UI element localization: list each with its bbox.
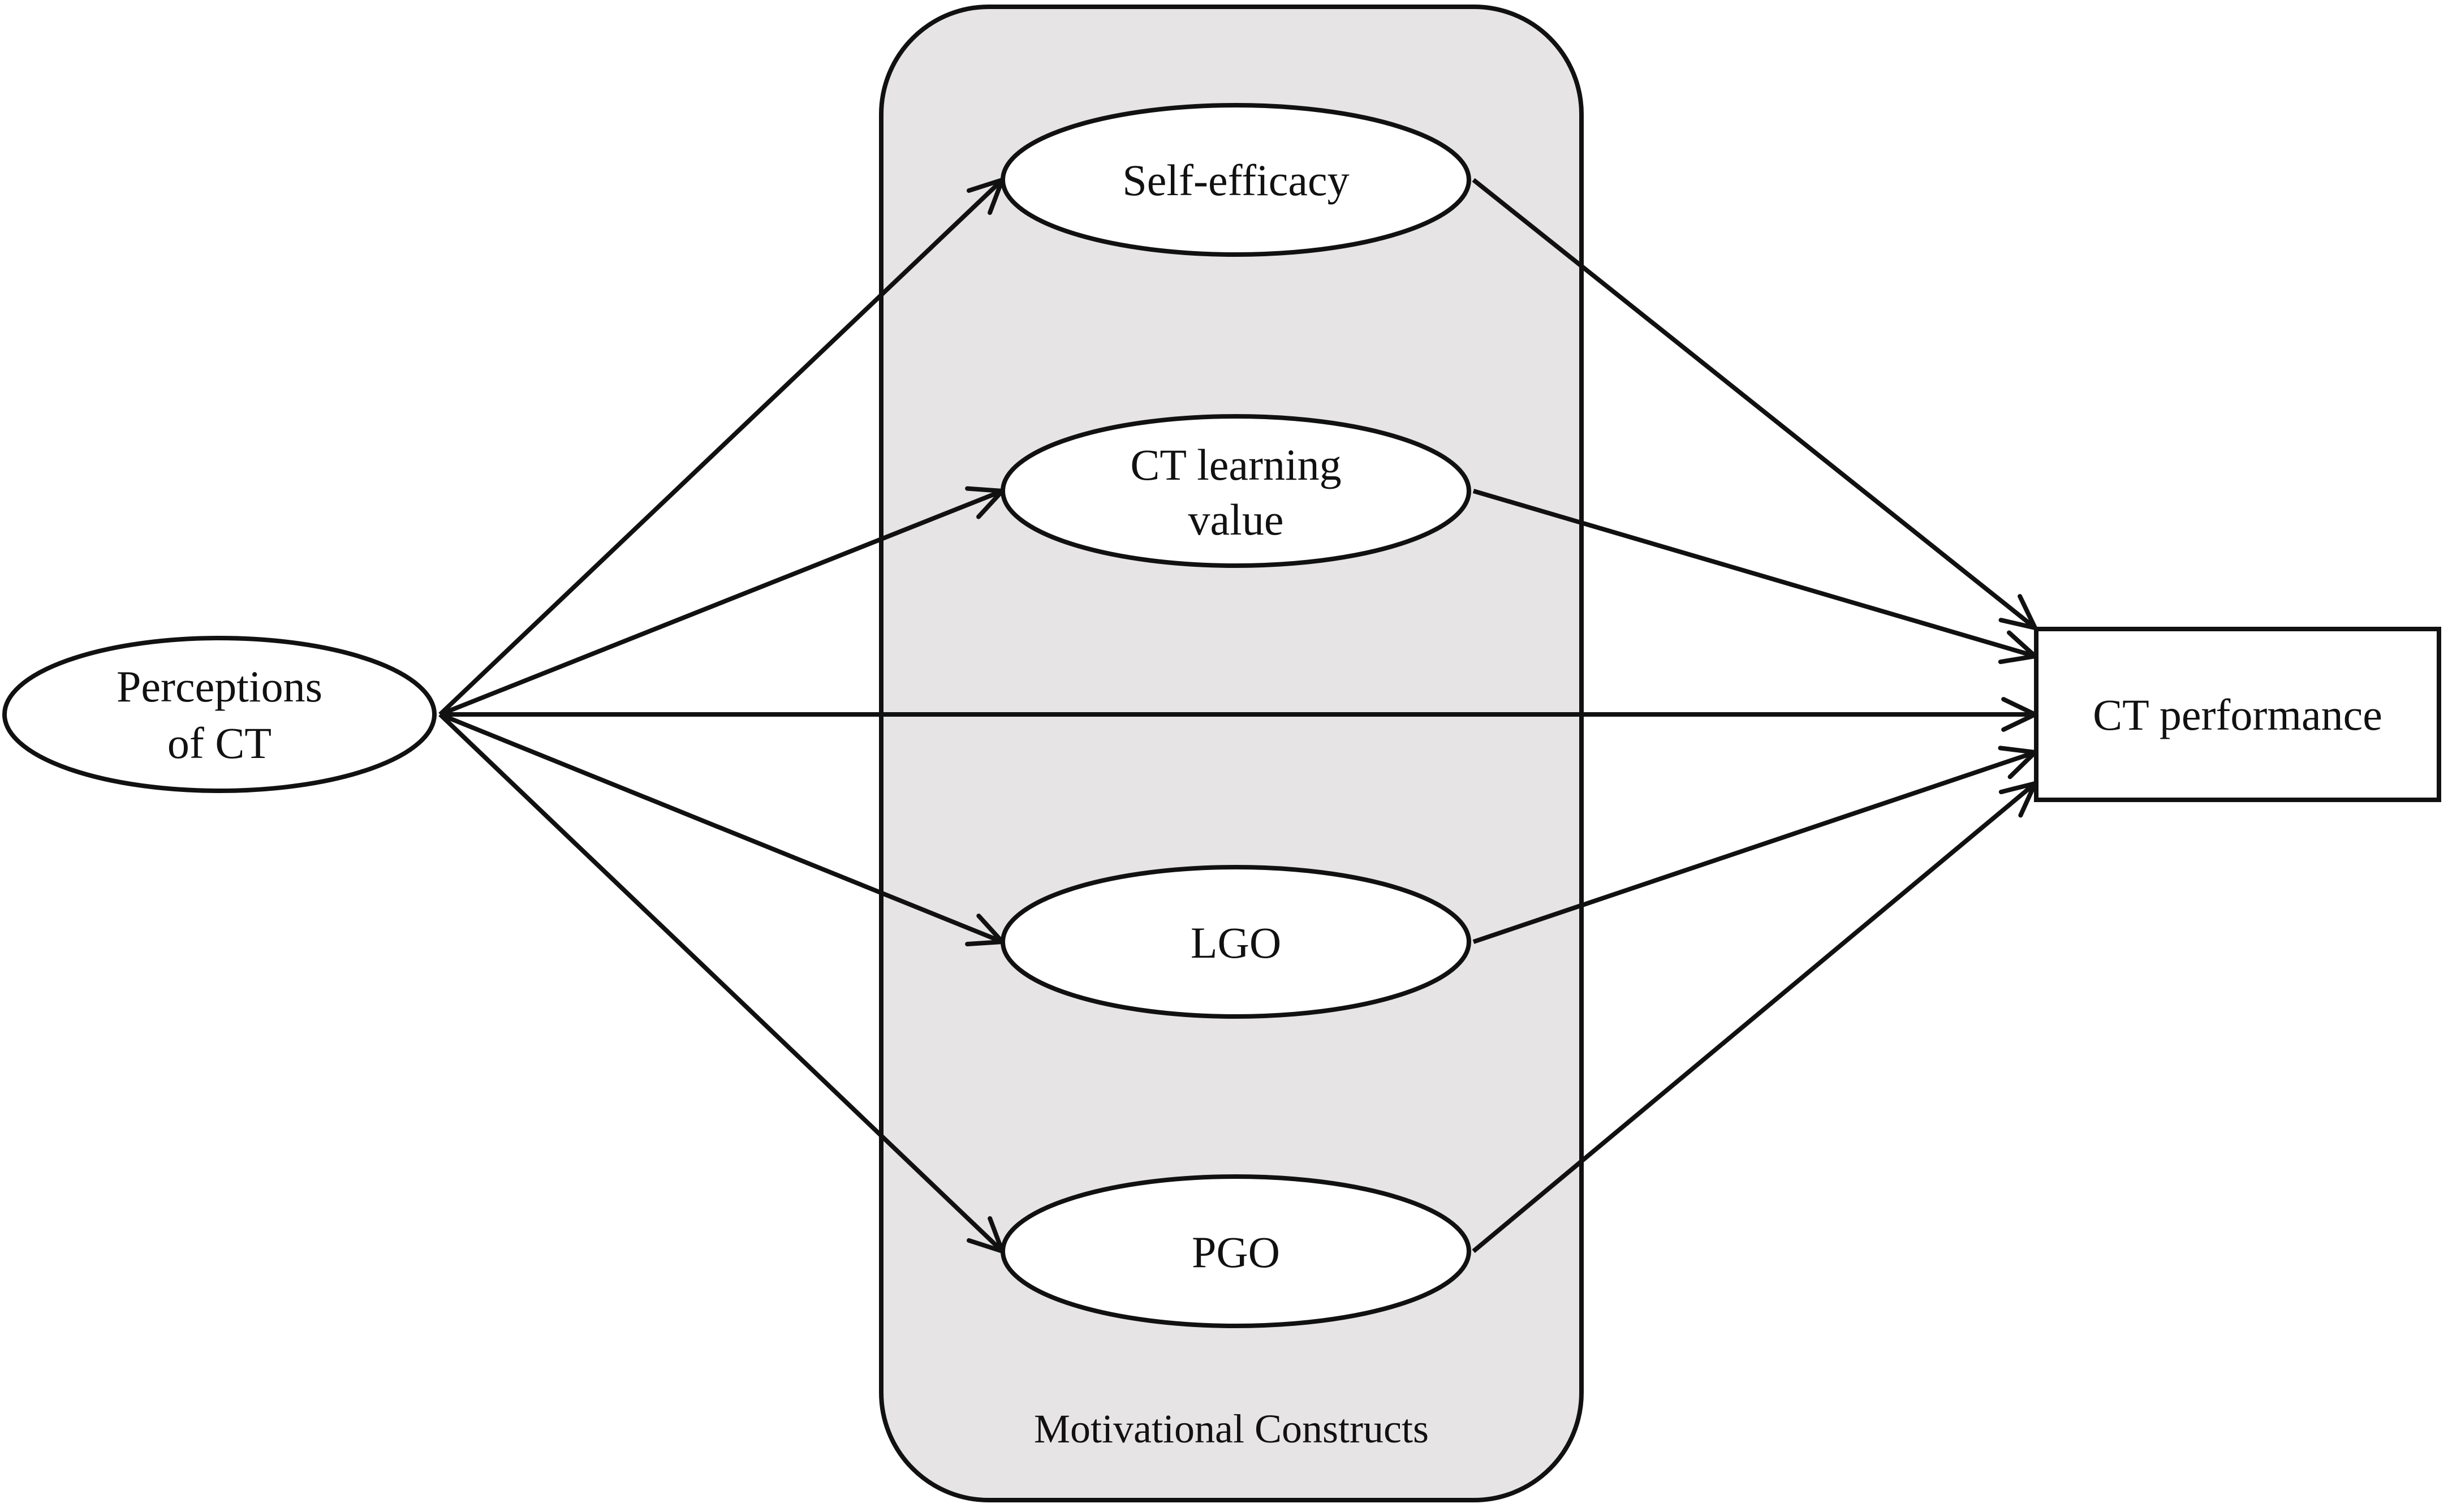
- node-self-efficacy-line-1: Self-efficacy: [1122, 156, 1349, 205]
- edge-perceptions-to-self_efficacy: [438, 178, 1004, 716]
- node-perceptions-line-1: Perceptions: [117, 662, 322, 711]
- edge-self_efficacy-to-performance: [1472, 178, 2037, 630]
- node-performance: CT performance: [2034, 627, 2441, 802]
- edge-perceptions-to-pgo: [438, 713, 1004, 1253]
- node-perceptions: Perceptions of CT: [2, 636, 437, 793]
- node-lgo-line-1: LGO: [1191, 918, 1281, 967]
- node-performance-line-1: CT performance: [2093, 690, 2382, 739]
- node-perceptions-line-2: of CT: [167, 718, 271, 768]
- edge-lgo-to-performance: [1472, 750, 2036, 944]
- node-learning-value-line-1: CT learning: [1130, 440, 1341, 489]
- node-pgo-line-1: PGO: [1192, 1227, 1280, 1277]
- group-label: Motivational Constructs: [1034, 1406, 1429, 1451]
- edge-learning_value-to-performance: [1472, 489, 2036, 658]
- edge-pgo-to-performance: [1472, 781, 2037, 1253]
- edge-perceptions-to-learning_value: [439, 489, 1003, 717]
- node-pgo: PGO: [1001, 1174, 1471, 1328]
- node-self-efficacy: Self-efficacy: [1001, 103, 1471, 257]
- edge-perceptions-to-lgo: [439, 712, 1003, 944]
- node-learning-value: CT learning value: [1001, 414, 1471, 568]
- node-learning-value-line-2: value: [1188, 495, 1284, 544]
- node-lgo: LGO: [1001, 865, 1471, 1019]
- motivational-constructs-group: [879, 5, 1584, 1502]
